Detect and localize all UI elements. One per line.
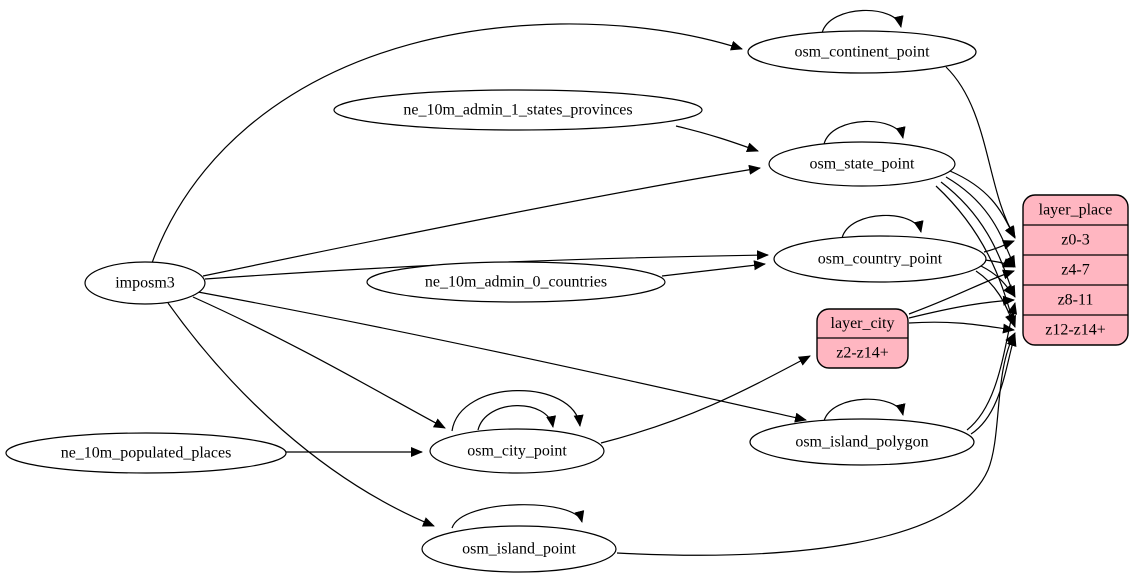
node-shape-imposm3 <box>84 261 206 305</box>
record-row-layer_place-3: z8-11 <box>1058 292 1094 309</box>
edge-imposm3-to-osm_city_point <box>192 296 446 429</box>
edge-osm_country_point-to-layer_place-z0-3 <box>983 240 1015 253</box>
edge-imposm3-to-osm_state_point <box>202 164 761 277</box>
edge-osm_state_point-to-layer_place-z0-3 <box>949 170 1016 239</box>
record-layer_city: layer_city z2-z14+ <box>816 308 909 369</box>
record-row-layer_place-0: layer_place <box>1039 202 1113 219</box>
nodes-layer: imposm3 ne_10m_admin_1_states_provincesne… <box>5 30 1129 573</box>
edge-osm_city_point-to-layer_city-z2-z14+ <box>600 355 811 444</box>
node-shape-osm_island_polygon <box>749 418 975 466</box>
edge-osm_country_point-to-layer_place-z8-11 <box>980 265 1015 297</box>
node-shape-osm_island_point <box>421 525 617 573</box>
node-label-osm_city_point: osm_city_point <box>467 443 567 460</box>
edge-osm_island_polygon-to-layer_place-z8-11 <box>966 302 1018 431</box>
edge-osm_country_point-to-layer_place-z12-z14+ <box>975 270 1015 326</box>
edge-osm_city_point-to-osm_city_point-inner <box>477 405 557 431</box>
node-shape-osm_state_point <box>768 141 956 187</box>
record-layer_place: layer_place z0-3 z4-7 z8-11 z12-z14+ <box>1022 194 1129 346</box>
node-shape-osm_continent_point <box>747 30 977 74</box>
node-label-ne_10m_admin_1_states_provinces: ne_10m_admin_1_states_provinces <box>403 102 632 119</box>
node-ne_10m_populated_places: ne_10m_populated_places <box>5 432 287 474</box>
edges-layer <box>151 9 1018 556</box>
edge-osm_island_point-to-osm_island_point <box>451 504 585 529</box>
node-label-osm_country_point: osm_country_point <box>818 251 943 268</box>
record-row-layer_place-4: z12-z14+ <box>1045 322 1106 339</box>
edge-layer_city-to-layer_place-z12-z14+ <box>908 321 1015 334</box>
edge-osm_island_polygon-to-osm_island_polygon <box>823 398 906 422</box>
edge-osm_continent_point-to-osm_continent_point <box>821 9 904 34</box>
node-shape-osm_country_point <box>773 235 987 283</box>
node-osm_city_point: osm_city_point <box>429 428 605 474</box>
edge-osm_city_point-to-osm_city_point-outer <box>451 390 584 432</box>
node-osm_country_point: osm_country_point <box>773 235 987 283</box>
node-osm_island_point: osm_island_point <box>421 525 617 573</box>
node-osm_continent_point: osm_continent_point <box>747 30 977 74</box>
node-label-osm_continent_point: osm_continent_point <box>794 44 930 61</box>
node-label-imposm3: imposm3 <box>115 275 175 292</box>
node-imposm3: imposm3 <box>84 261 206 305</box>
node-shape-ne_10m_populated_places <box>5 432 287 474</box>
node-label-osm_island_point: osm_island_point <box>462 541 576 558</box>
edge-osm_country_point-to-layer_place-z4-7 <box>984 258 1015 268</box>
node-label-osm_island_polygon: osm_island_polygon <box>795 434 928 451</box>
record-row-layer_city-0: layer_city <box>831 315 895 332</box>
record-row-layer_city-1: z2-z14+ <box>836 345 889 362</box>
node-ne_10m_admin_1_states_provinces: ne_10m_admin_1_states_provinces <box>333 89 703 131</box>
edge-layer_city-to-layer_place-z4-7 <box>908 269 1015 315</box>
record-shape-layer_place <box>1022 194 1129 346</box>
node-ne_10m_admin_0_countries: ne_10m_admin_0_countries <box>366 261 666 303</box>
edge-ne_10m_admin_1_states_provinces-to-osm_state_point <box>675 125 759 152</box>
edge-imposm3-to-osm_island_point <box>167 302 435 527</box>
node-label-ne_10m_populated_places: ne_10m_populated_places <box>61 445 232 462</box>
node-osm_island_polygon: osm_island_polygon <box>749 418 975 466</box>
edge-osm_state_point-to-osm_state_point <box>823 120 906 145</box>
edge-imposm3-to-osm_continent_point <box>151 23 743 264</box>
record-row-layer_place-1: z0-3 <box>1061 232 1089 249</box>
record-row-layer_place-2: z4-7 <box>1061 262 1089 279</box>
edge-osm_country_point-to-osm_country_point <box>841 214 924 239</box>
node-osm_state_point: osm_state_point <box>768 141 956 187</box>
node-shape-osm_city_point <box>429 428 605 474</box>
node-shape-ne_10m_admin_0_countries <box>366 261 666 303</box>
node-shape-ne_10m_admin_1_states_provinces <box>333 89 703 131</box>
edge-osm_state_point-to-layer_place-z8-11 <box>940 181 1016 298</box>
edge-ne_10m_admin_0_countries-to-osm_country_point <box>661 260 766 277</box>
node-label-ne_10m_admin_0_countries: ne_10m_admin_0_countries <box>425 274 607 291</box>
edge-layer_city-to-layer_place-z8-11 <box>908 295 1015 319</box>
edge-osm_continent_point-to-layer_place-z0-3 <box>945 66 1016 238</box>
edge-imposm3-to-osm_island_polygon <box>197 291 807 423</box>
edge-osm_island_point-to-layer_place-z12-z14+ <box>616 332 1016 556</box>
node-label-osm_state_point: osm_state_point <box>810 156 915 173</box>
